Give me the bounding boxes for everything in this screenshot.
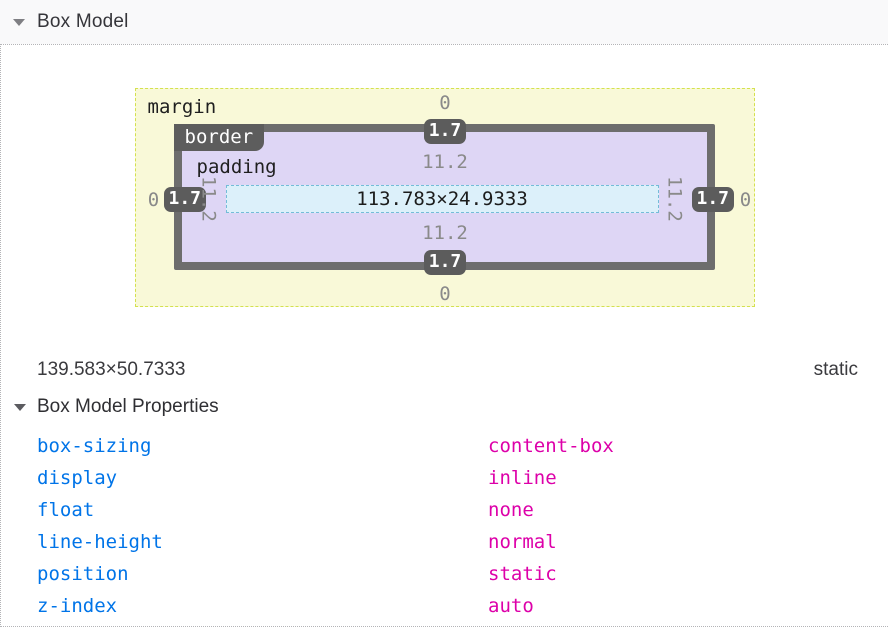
border-right-value[interactable]: 1.7 (691, 187, 735, 212)
box-model-properties-header[interactable]: Box Model Properties (14, 396, 888, 418)
property-row: position static (1, 558, 888, 590)
property-row: display inline (1, 462, 888, 494)
property-value: none (488, 499, 534, 521)
property-value: auto (488, 595, 534, 617)
box-model-diagram: margin 0 0 0 0 113.783×24.9333 border pa… (134, 88, 755, 307)
margin-top-value[interactable]: 0 (439, 92, 451, 114)
content-region[interactable]: 113.783×24.9333 (225, 185, 659, 213)
property-value: static (488, 563, 557, 585)
padding-left-value[interactable]: 11.2 (197, 176, 220, 222)
property-value: inline (488, 467, 557, 489)
padding-region[interactable]: 113.783×24.9333 (181, 132, 707, 262)
box-model-panel: margin 0 0 0 0 113.783×24.9333 border pa… (0, 44, 888, 627)
element-summary-row: 139.583×50.7333 static (1, 359, 888, 381)
property-name: position (37, 563, 129, 585)
border-bottom-value[interactable]: 1.7 (423, 250, 467, 275)
collapse-arrow-icon[interactable] (14, 403, 26, 411)
border-top-value[interactable]: 1.7 (423, 119, 467, 144)
property-value: normal (488, 531, 557, 553)
border-region[interactable]: 113.783×24.9333 (173, 124, 715, 270)
property-name: display (37, 467, 118, 489)
element-size: 139.583×50.7333 (37, 359, 186, 380)
collapse-arrow-icon[interactable] (13, 18, 25, 26)
property-name: box-sizing (37, 435, 152, 457)
margin-bottom-value[interactable]: 0 (439, 283, 451, 305)
padding-bottom-value[interactable]: 11.2 (422, 222, 468, 244)
property-value: content-box (488, 435, 614, 457)
box-model-title: Box Model (37, 11, 129, 32)
property-row: box-sizing content-box (1, 430, 888, 462)
margin-region-label: margin (147, 96, 217, 118)
border-left-value[interactable]: 1.7 (163, 187, 207, 212)
element-position-value: static (813, 359, 858, 380)
padding-top-value[interactable]: 11.2 (422, 151, 468, 173)
property-name: line-height (37, 531, 163, 553)
property-row: line-height normal (1, 526, 888, 558)
property-row: float none (1, 494, 888, 526)
padding-region-label: padding (196, 156, 277, 178)
property-row: z-index auto (1, 590, 888, 622)
property-name: z-index (37, 595, 118, 617)
box-model-header[interactable]: Box Model (0, 0, 888, 44)
margin-left-value[interactable]: 0 (147, 189, 160, 211)
property-name: float (37, 499, 95, 521)
padding-right-value[interactable]: 11.2 (663, 176, 686, 222)
box-model-properties-title: Box Model Properties (37, 396, 219, 417)
properties-list: box-sizing content-box display inline fl… (1, 430, 888, 622)
margin-right-value[interactable]: 0 (739, 189, 752, 211)
border-region-label: border (173, 124, 265, 151)
content-size-value[interactable]: 113.783×24.9333 (356, 188, 528, 210)
